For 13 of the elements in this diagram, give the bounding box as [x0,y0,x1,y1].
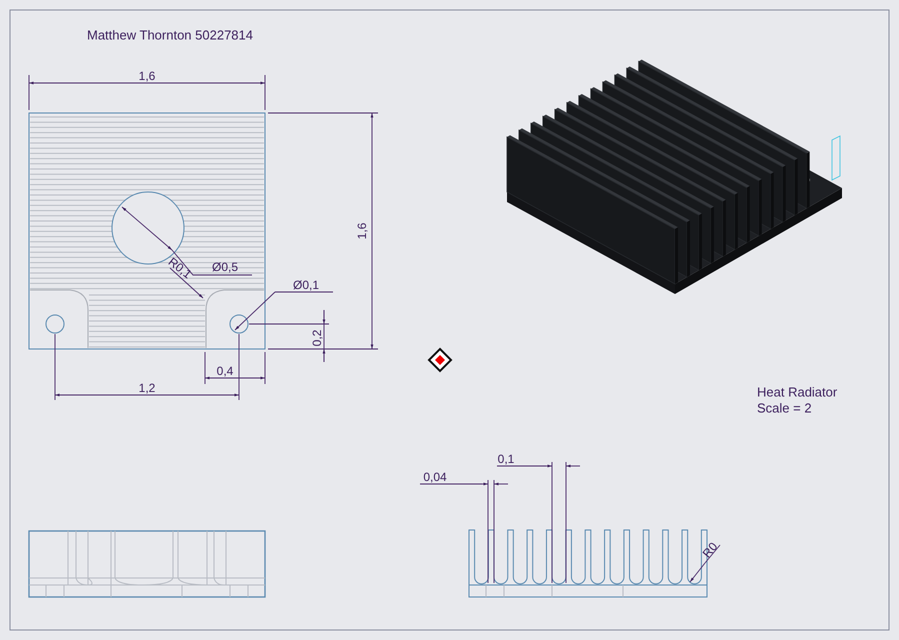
dimension-text: Ø0,1 [293,279,319,291]
dimension-text: 1,2 [138,382,156,394]
dimension-text: 1,6 [138,70,156,82]
dimension-text: 1,6 [356,222,368,240]
drawing-title: Heat Radiator [757,386,838,398]
dimension-text: R0 [700,540,720,560]
dimension-text: 0,2 [311,330,323,346]
dimension-text: 0,1 [498,453,514,465]
dimension-text: 0,04 [423,471,447,483]
scale-note: Scale = 2 [757,402,812,414]
dimension-text: 0,4 [216,365,234,377]
author-label: Matthew Thornton 50227814 [87,28,253,42]
dimension-text: Ø0,5 [212,261,238,273]
